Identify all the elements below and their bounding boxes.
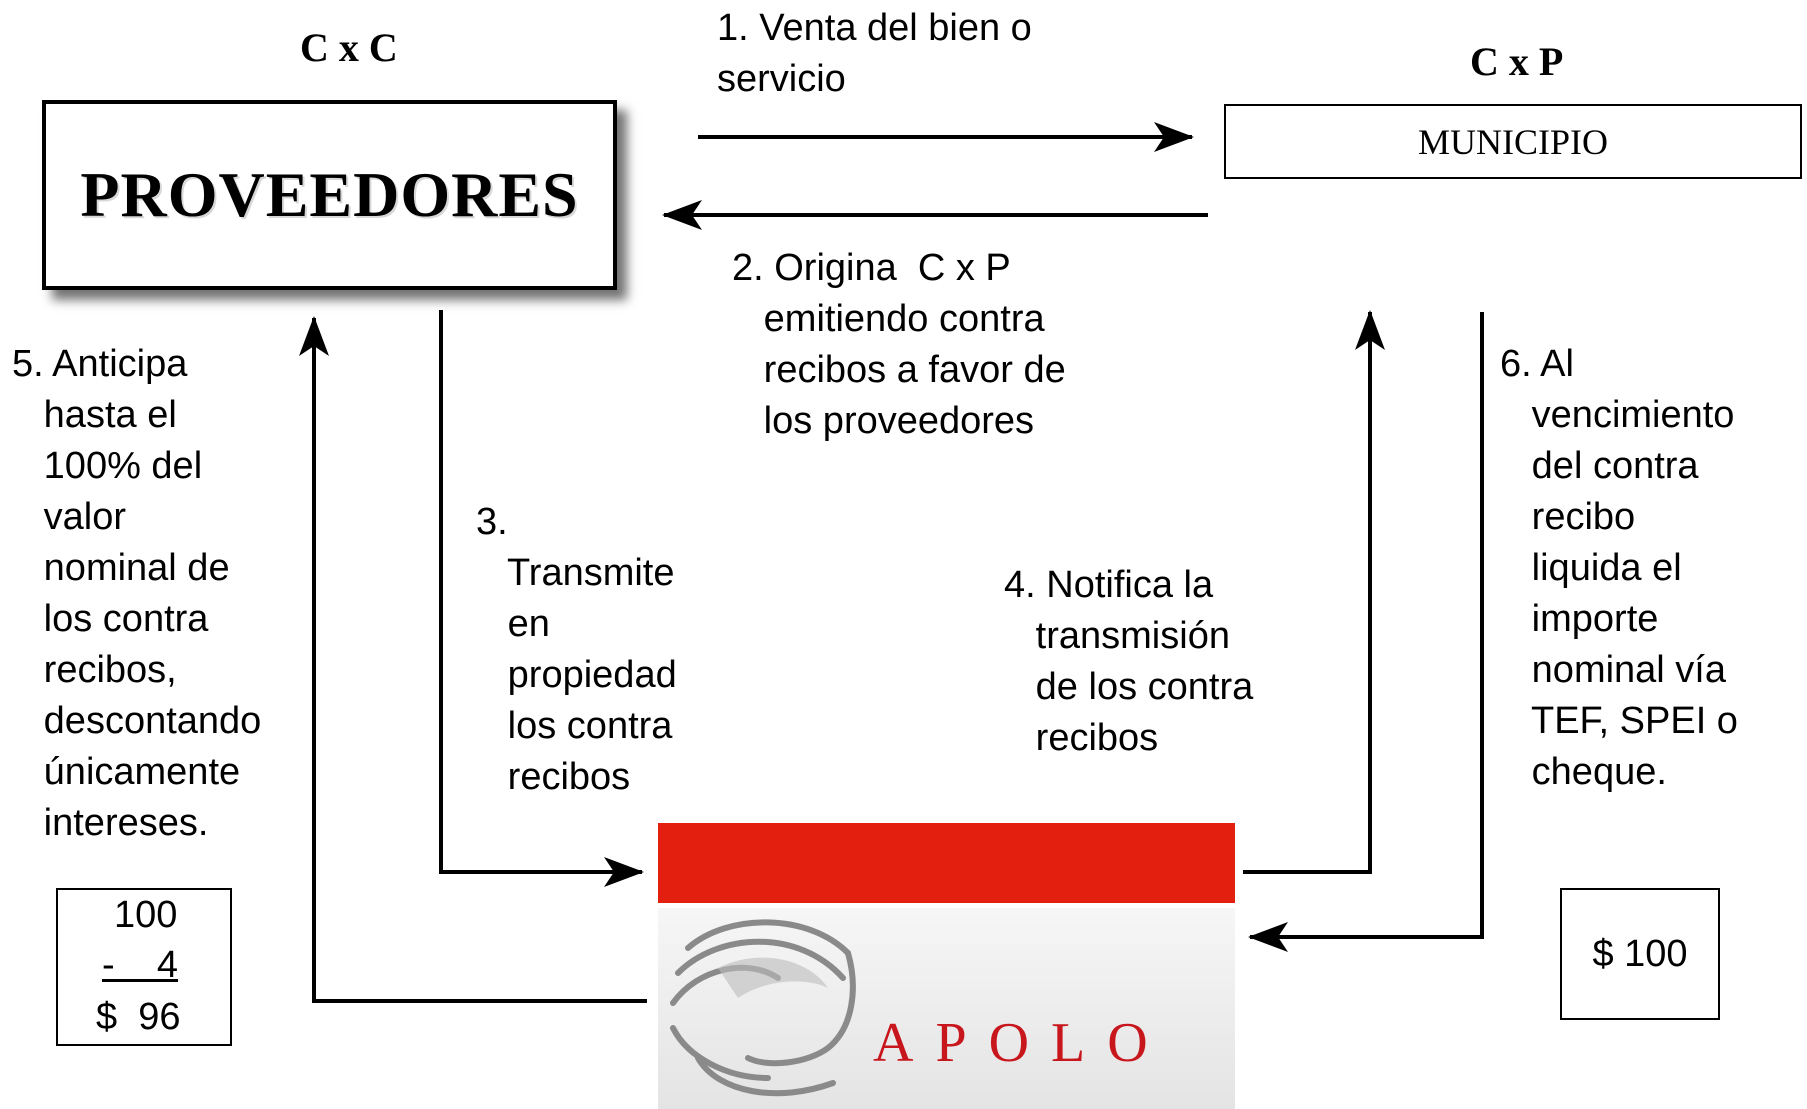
discount-calc-box: 100 - 4 $ 96 — [56, 888, 232, 1046]
proveedores-box: PROVEEDORES — [42, 100, 617, 290]
payment-amount: $ 100 — [1592, 932, 1688, 975]
proveedores-label: PROVEEDORES — [80, 159, 579, 230]
apolo-wordmark: APOLO — [873, 1012, 1170, 1074]
municipio-label: MUNICIPIO — [1417, 121, 1608, 162]
calc-nominal: 100 — [114, 894, 178, 936]
step-6-text: 6. Al vencimiento del contra recibo liqu… — [1500, 343, 1738, 793]
apolo-head-icon — [670, 919, 856, 1097]
apolo-logo: APOLO — [658, 823, 1235, 1109]
calc-result: $ 96 — [96, 996, 181, 1038]
arrow-anticipa — [299, 316, 647, 1003]
apolo-red-band — [658, 823, 1235, 903]
step-3-text: 3. Transmite en propiedad los contra rec… — [476, 501, 677, 798]
step-1-text: 1. Venta del bien o servicio — [717, 7, 1032, 100]
calc-discount: - 4 — [102, 944, 179, 986]
cxp-label: C x P — [1470, 39, 1564, 84]
payment-box: $ 100 — [1560, 888, 1720, 1020]
step-5-text: 5. Anticipa hasta el 100% del valor nomi… — [12, 343, 262, 844]
cxc-label: C x C — [300, 25, 398, 70]
arrow-liquida — [1248, 312, 1484, 952]
municipio-box: MUNICIPIO — [1224, 104, 1802, 179]
step-2-text: 2. Origina C x P emitiendo contra recibo… — [732, 247, 1066, 442]
arrow-transmite — [439, 310, 644, 887]
arrow-notifica — [1243, 310, 1385, 874]
step-4-text: 4. Notifica la transmisión de los contra… — [1004, 564, 1254, 759]
